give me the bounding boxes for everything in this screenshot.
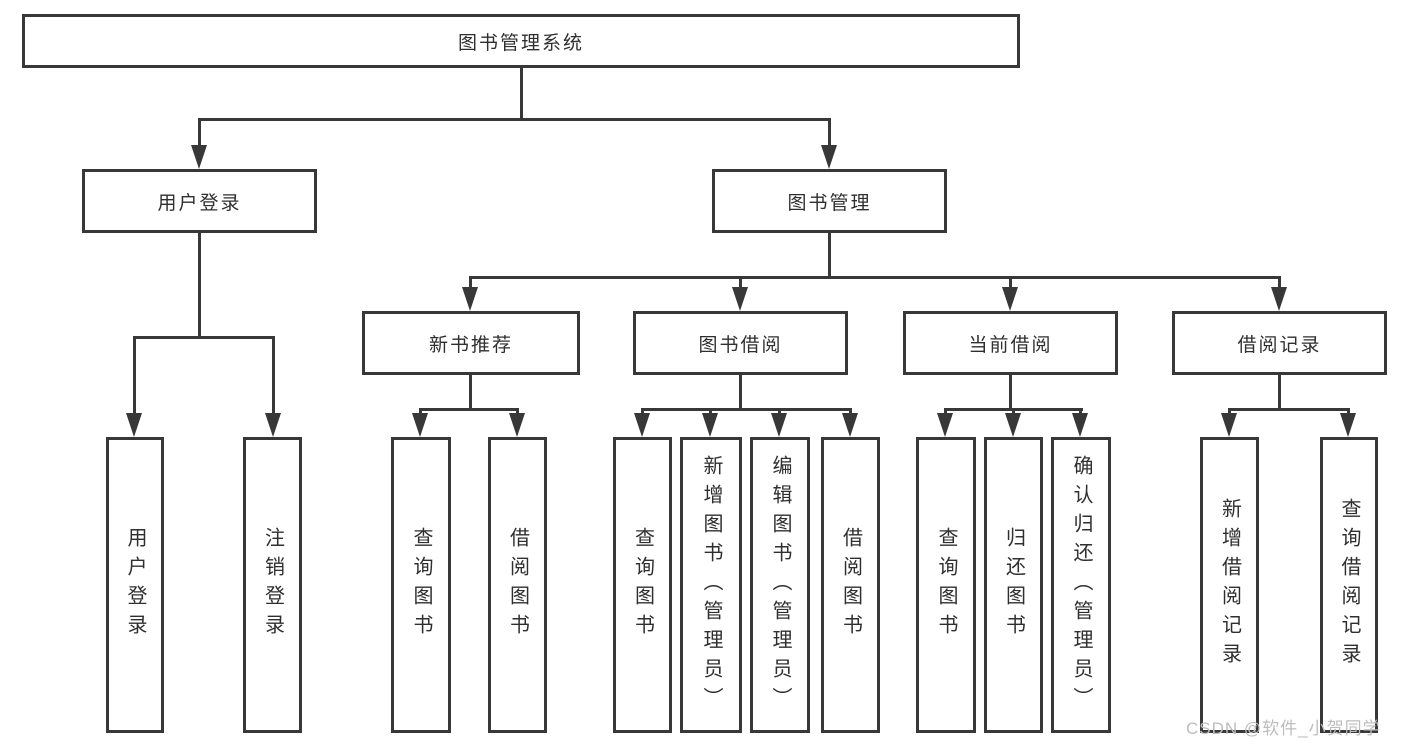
arrowhead-down-icon	[1005, 413, 1021, 437]
node-book-borrowing: 图书借阅	[633, 311, 848, 375]
edge-line	[198, 118, 831, 121]
edge-line	[133, 336, 136, 418]
edge-line	[272, 336, 275, 418]
edge-line	[198, 118, 201, 150]
arrowhead-down-icon	[1271, 287, 1287, 311]
leaf-user-login: 用户登录	[106, 437, 164, 733]
edge-line	[469, 375, 472, 411]
edge-line	[1228, 408, 1350, 411]
arrowhead-down-icon	[634, 413, 650, 437]
arrowhead-down-icon	[1221, 413, 1237, 437]
edge-line	[520, 68, 523, 120]
edge-line	[133, 336, 275, 339]
edge-line	[828, 118, 831, 150]
node-book-management: 图书管理	[712, 169, 947, 233]
edge-line	[641, 408, 852, 411]
arrowhead-down-icon	[732, 287, 748, 311]
arrowhead-down-icon	[1002, 287, 1018, 311]
arrowhead-down-icon	[937, 413, 953, 437]
edge-line	[739, 375, 742, 411]
leaf-edit-books-admin: 编辑图书（管理员）	[750, 437, 810, 733]
edge-line	[1009, 276, 1012, 292]
edge-line	[1009, 375, 1012, 411]
node-user-login: 用户登录	[82, 169, 317, 233]
leaf-logout: 注销登录	[243, 437, 302, 733]
leaf-confirm-return-admin: 确认归还（管理员）	[1051, 437, 1111, 733]
leaf-query-borrow-record: 查询借阅记录	[1320, 437, 1378, 733]
edge-line	[469, 276, 472, 292]
arrowhead-down-icon	[1340, 413, 1356, 437]
leaf-query-books: 查询图书	[916, 437, 976, 733]
arrowhead-down-icon	[265, 413, 281, 437]
leaf-borrow-books: 借阅图书	[821, 437, 880, 733]
csdn-watermark: CSDN @软件_小贺同学	[1186, 719, 1381, 738]
edge-line	[419, 408, 519, 411]
node-borrowing-records: 借阅记录	[1172, 311, 1387, 375]
arrowhead-down-icon	[1072, 413, 1088, 437]
arrowhead-down-icon	[821, 145, 837, 169]
arrowhead-down-icon	[509, 413, 525, 437]
edge-line	[1278, 276, 1281, 292]
arrowhead-down-icon	[412, 413, 428, 437]
node-new-book-recommend: 新书推荐	[362, 311, 580, 375]
leaf-return-books: 归还图书	[984, 437, 1043, 733]
leaf-add-books-admin: 新增图书（管理员）	[680, 437, 742, 733]
node-current-borrowing: 当前借阅	[903, 311, 1118, 375]
arrowhead-down-icon	[842, 413, 858, 437]
leaf-borrow-books: 借阅图书	[488, 437, 547, 733]
edge-line	[828, 233, 831, 279]
leaf-query-books: 查询图书	[613, 437, 672, 733]
leaf-add-borrow-record: 新增借阅记录	[1200, 437, 1259, 733]
leaf-query-books: 查询图书	[391, 437, 451, 733]
edge-line	[739, 276, 742, 292]
arrowhead-down-icon	[191, 145, 207, 169]
arrowhead-down-icon	[462, 287, 478, 311]
edge-line	[469, 276, 1281, 279]
arrowhead-down-icon	[126, 413, 142, 437]
arrowhead-down-icon	[771, 413, 787, 437]
node-library-system: 图书管理系统	[22, 14, 1020, 68]
edge-line	[198, 233, 201, 339]
edge-line	[1278, 375, 1281, 411]
arrowhead-down-icon	[702, 413, 718, 437]
